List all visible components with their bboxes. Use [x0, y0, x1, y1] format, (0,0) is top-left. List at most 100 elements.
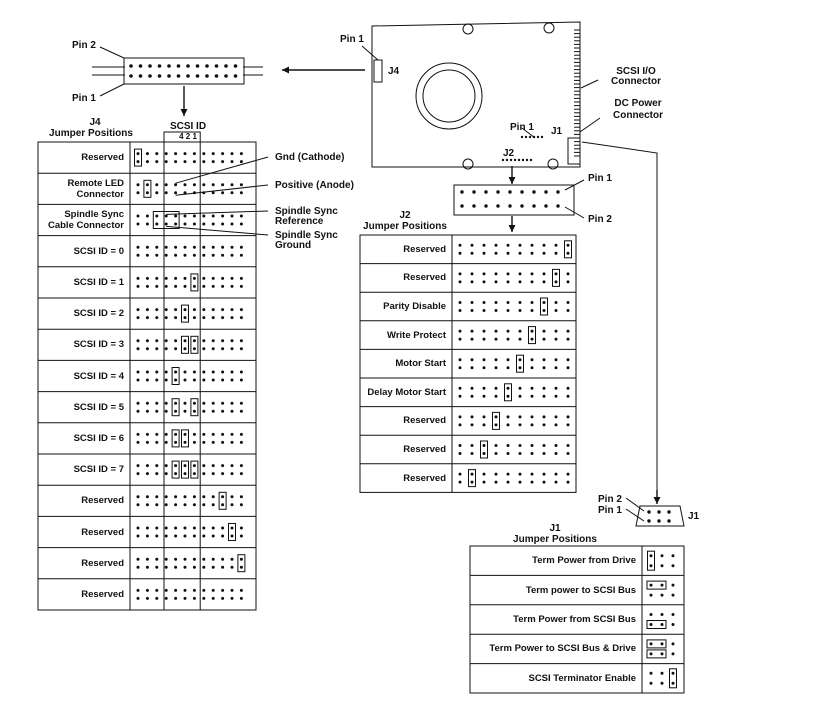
- j2-pin: [566, 452, 570, 455]
- j2-row-label: Delay Motor Start: [367, 386, 446, 398]
- j1-connector-label: J1: [688, 511, 700, 522]
- j4-pin: [239, 183, 243, 187]
- j2-pin: [566, 394, 570, 398]
- j4-pin: [211, 276, 215, 280]
- connector-pin: [224, 64, 228, 68]
- j2-pin: [542, 415, 546, 419]
- j2-pin: [482, 251, 486, 255]
- j2-pin: [494, 358, 498, 362]
- j4-pin: [183, 222, 187, 226]
- j4-pin: [164, 495, 168, 499]
- j2-pin: [482, 444, 486, 447]
- j4-pin: [145, 409, 149, 413]
- j2-pin: [518, 423, 522, 427]
- j2-pin: [482, 366, 486, 370]
- j2-pin: [506, 472, 510, 476]
- j2-pin: [458, 309, 462, 312]
- pin2-leader: [99, 46, 125, 59]
- j4-pin: [192, 284, 196, 288]
- j4-pin: [136, 378, 140, 382]
- j4-pin: [239, 432, 243, 436]
- j4-pin: [183, 557, 187, 561]
- scsi-io-label-1: SCSI I/O: [616, 66, 656, 77]
- j1-header-pin: [657, 519, 661, 523]
- j2-pin: [542, 301, 546, 304]
- j4-pin: [211, 565, 215, 569]
- j4-pin: [211, 440, 215, 444]
- j4-pin: [155, 160, 159, 164]
- j2-pin: [542, 358, 546, 362]
- j2-pin: [518, 301, 522, 304]
- j4-pin: [192, 401, 196, 405]
- j4-pin: [192, 472, 196, 476]
- j4-pin: [202, 565, 206, 569]
- j4-pin: [192, 245, 196, 249]
- j4-pin: [202, 183, 206, 187]
- j4-pin: [155, 432, 159, 436]
- j1-row-label: Term Power from SCSI Bus: [513, 614, 636, 625]
- j4-pin: [136, 152, 140, 156]
- j4-jumper: [171, 460, 180, 479]
- j4-pin: [192, 347, 196, 351]
- j2-pin: [494, 452, 498, 455]
- drive-j1-pin: [536, 135, 540, 139]
- j2-pin: [506, 444, 510, 447]
- j4-pin: [202, 370, 206, 374]
- j4-pin: [164, 370, 168, 374]
- j4-pin: [192, 440, 196, 444]
- j2-pin: [506, 272, 510, 276]
- j4-pin: [136, 308, 140, 312]
- j4-pin: [136, 245, 140, 249]
- j4-jumper: [171, 398, 180, 417]
- j4-pin: [221, 596, 225, 600]
- connector-pin: [205, 64, 209, 68]
- j2-pin: [458, 480, 462, 484]
- j2-pin: [566, 309, 570, 312]
- j4-pin: [192, 534, 196, 538]
- j4-pin: [155, 557, 159, 561]
- j4-pin: [211, 472, 215, 476]
- j4-pin: [221, 557, 225, 561]
- j1-row-label: Term Power from Drive: [532, 555, 636, 567]
- j4-row-label: SCSI ID = 3: [73, 339, 124, 351]
- j4-pin: [239, 565, 243, 569]
- j4-pin: [230, 557, 234, 561]
- j4-pin: [145, 222, 149, 226]
- j4-pin: [174, 526, 178, 530]
- j4-pin: [183, 596, 187, 600]
- j4-pin: [211, 534, 215, 538]
- j4-pin: [230, 316, 234, 320]
- j4-pin: [211, 526, 215, 530]
- j1-header-pin: [657, 510, 661, 514]
- j1-pin2-leader: [625, 497, 645, 512]
- j2-pin: [518, 472, 522, 476]
- j4-pin: [211, 152, 215, 156]
- dc-power-label-2: Connector: [613, 110, 663, 121]
- sync-ref-leader: [166, 210, 269, 215]
- j2-header-pin: [544, 190, 548, 194]
- j2-pin: [530, 301, 534, 304]
- j4-pin: [136, 409, 140, 413]
- j2-pin: [470, 472, 474, 476]
- j4-pin: [202, 316, 206, 320]
- j4-pin: [202, 432, 206, 436]
- j4-pin: [174, 565, 178, 569]
- j4-pin: [136, 284, 140, 288]
- j4-pin: [211, 596, 215, 600]
- drive-outline: [371, 21, 581, 168]
- j4-pin: [221, 503, 225, 507]
- j4-pin: [136, 526, 140, 530]
- j4-pin: [145, 160, 149, 164]
- j4-pin: [221, 276, 225, 280]
- j4-pin: [174, 222, 178, 226]
- j2-pin: [482, 423, 486, 427]
- sync-gnd-leader: [166, 225, 269, 236]
- j1-row-label: SCSI Terminator Enable: [528, 672, 636, 684]
- j4-pin: [239, 308, 243, 312]
- j2-pin: [566, 280, 570, 284]
- pin1-leader: [99, 83, 125, 97]
- j4-row-label: SCSI ID = 4: [73, 370, 124, 382]
- j2-header-pin: [508, 190, 512, 194]
- j2-pin: [494, 337, 498, 341]
- drive-j1-leader: [521, 127, 536, 139]
